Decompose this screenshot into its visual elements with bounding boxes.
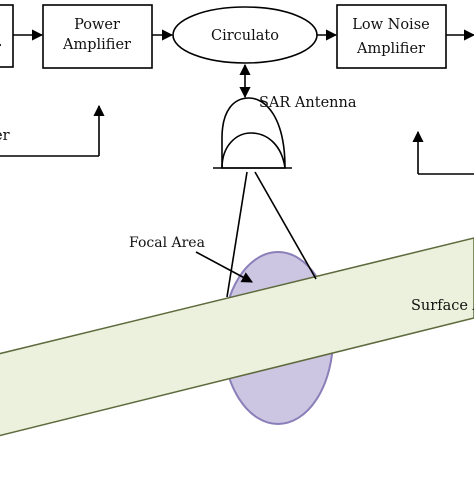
left-cut-box-label: r (0, 40, 1, 56)
power-amplifier-label-2: Amplifier (62, 37, 131, 53)
sar-antenna-label: SAR Antenna (259, 95, 357, 111)
left-cut-box (0, 4, 14, 68)
low-noise-amplifier-block: Low Noise Amplifier (336, 4, 447, 69)
beam-right (254, 171, 317, 280)
circulator-block: Circulato (172, 6, 318, 64)
surface-label: Surface A (411, 298, 474, 314)
left-cut-block: r (0, 4, 14, 68)
low-noise-amplifier-label-1: Low Noise (352, 17, 429, 33)
sar-antenna (213, 97, 292, 169)
low-noise-amplifier-box (336, 4, 447, 69)
left-cut-label: er (0, 128, 10, 144)
power-amplifier-box (42, 4, 153, 69)
power-amplifier-label-1: Power (74, 17, 120, 33)
circulator-label: Circulato (211, 28, 279, 44)
beam-left (226, 171, 248, 298)
antenna-inner-dome (221, 132, 286, 169)
low-noise-amplifier-label-2: Amplifier (356, 41, 425, 57)
power-amplifier-block: Power Amplifier (42, 4, 153, 69)
focal-area-pointer (195, 251, 253, 283)
focal-area-label: Focal Area (129, 235, 205, 251)
surface-strip (0, 237, 474, 437)
